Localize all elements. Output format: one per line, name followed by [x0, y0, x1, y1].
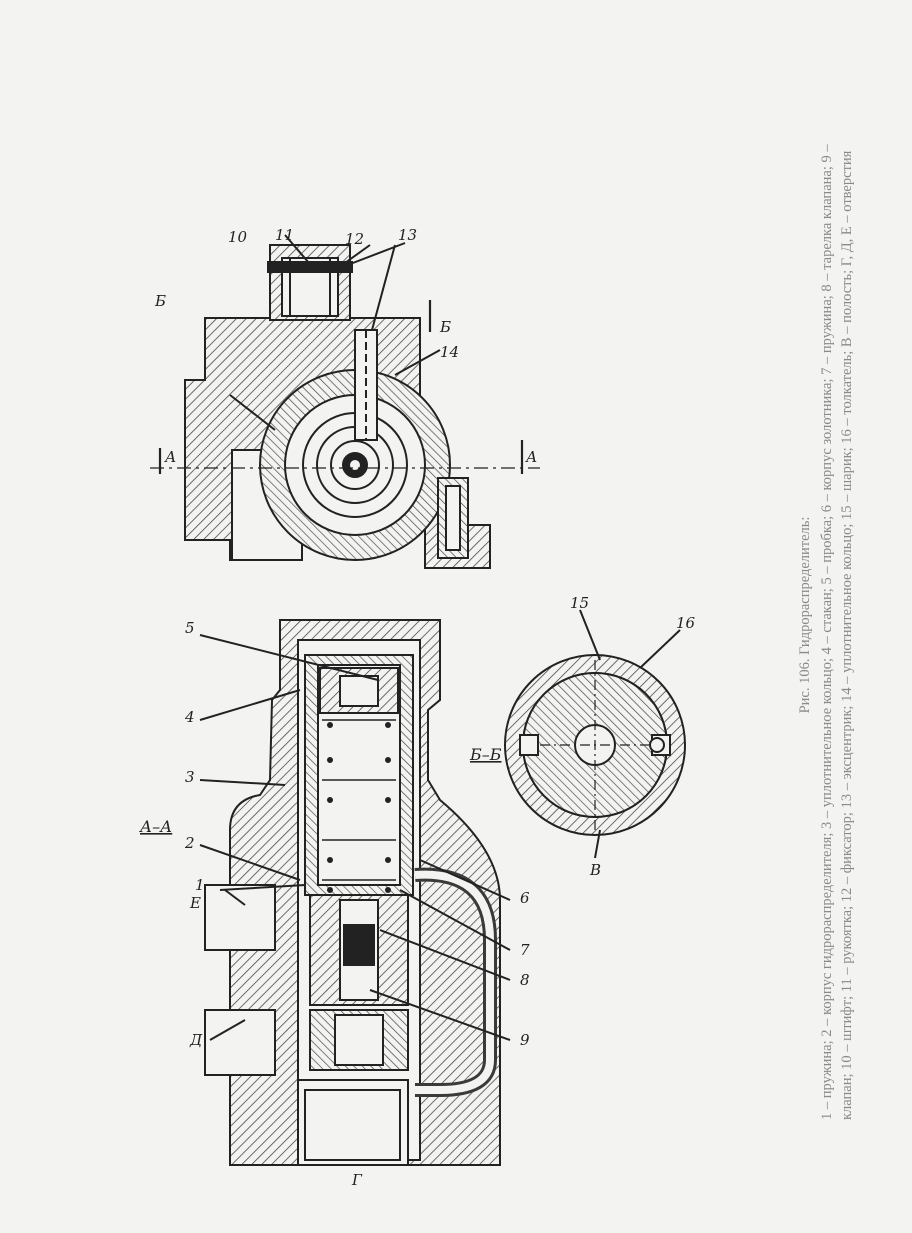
caption-body: 1 – пружина; 2 – корпус гидрораспределит…	[819, 144, 855, 1120]
callout-5: 5	[185, 619, 195, 637]
callout-2: 2	[184, 834, 195, 852]
callout-7: 7	[520, 941, 530, 959]
callout-13: 13	[398, 226, 417, 244]
cut-a-label-left: А	[164, 448, 176, 466]
callout-6: 6	[520, 889, 530, 907]
callout-12: 12	[345, 230, 364, 248]
section-bb-labels: Б–Б 15 16 В	[469, 594, 696, 879]
end-view-labels: А А Б Б 10 11 12 13 14	[154, 226, 537, 466]
callout-14: 14	[440, 343, 459, 361]
callout-d: Д	[189, 1031, 203, 1049]
caption-title: Рис. 106. Гидрораспределитель:	[797, 516, 813, 714]
callout-v: В	[589, 861, 601, 879]
section-aa-view	[199, 619, 511, 1166]
callout-15: 15	[570, 594, 589, 612]
section-aa-title: А–А	[139, 817, 172, 836]
end-view	[150, 234, 540, 569]
callout-9: 9	[520, 1031, 530, 1049]
callout-8: 8	[520, 971, 530, 989]
callout-4: 4	[184, 708, 195, 726]
callout-g: Г	[351, 1171, 363, 1189]
cut-b-label-top: Б	[154, 292, 166, 310]
callout-16: 16	[676, 614, 696, 632]
cut-b-label-right: Б	[439, 318, 451, 336]
callout-10: 10	[228, 228, 248, 246]
section-bb-title: Б–Б	[469, 745, 502, 764]
callout-3: 3	[185, 768, 195, 786]
figure-caption: Рис. 106. Гидрораспределитель: 1 – пружи…	[795, 110, 905, 1120]
section-aa-labels: А–А 5 4 3 2 1 Е Д 6 7 8 9 Г	[139, 619, 530, 1189]
callout-11: 11	[275, 226, 294, 244]
section-bb-view	[504, 609, 686, 859]
callout-1: 1	[195, 876, 205, 894]
callout-e: Е	[189, 894, 201, 912]
cut-a-label-right: А	[525, 448, 537, 466]
